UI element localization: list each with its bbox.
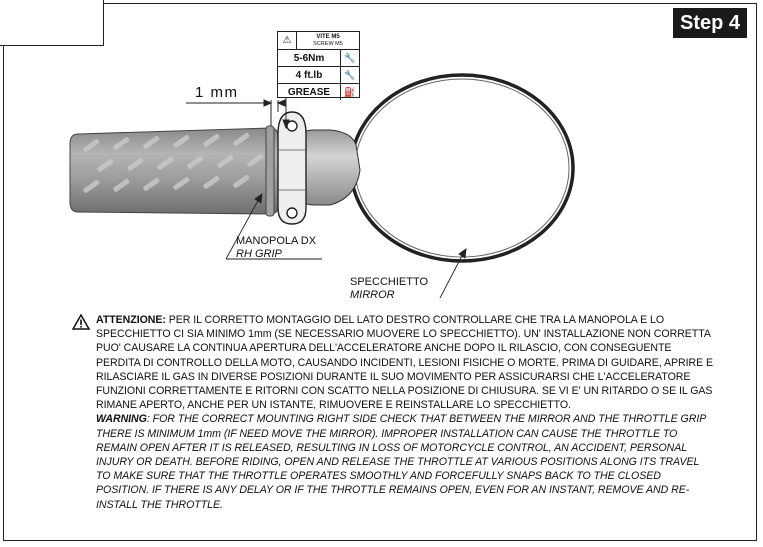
mirror-ring <box>349 73 575 263</box>
english-warning-heading: WARNING <box>96 413 147 426</box>
english-warning: WARNING: FOR THE CORRECT MOUNTING RIGHT … <box>96 412 716 511</box>
step-badge: Step 4 <box>673 8 747 38</box>
grip-label-it: MANOPOLA DX <box>236 235 317 247</box>
mirror-label-it: SPECCHIETTO <box>350 276 429 288</box>
mirror-callout: SPECCHIETTO MIRROR <box>350 276 428 302</box>
torque-nm-value: 5-6Nm <box>278 50 341 66</box>
wrench-icon: 🔧 <box>344 69 356 80</box>
mirror-clamp <box>277 111 307 225</box>
screw-label-en: SCREW M5 <box>313 40 343 47</box>
torque-ftlb-value: 4 ft.lb <box>278 67 341 83</box>
grip <box>69 125 279 217</box>
leader-lines <box>225 95 467 299</box>
screw-label-it: VITE M5 <box>316 33 340 40</box>
throttle-housing <box>299 129 361 206</box>
assembly-drawing <box>69 73 575 299</box>
warning-notes: ATTENZIONE: PER IL CORRETTO MONTAGGIO DE… <box>72 313 716 512</box>
english-warning-text: : FOR THE CORRECT MOUNTING RIGHT SIDE CH… <box>96 413 706 511</box>
italian-warning-heading: ATTENZIONE: <box>96 314 166 326</box>
warning-triangle-icon <box>72 314 90 330</box>
grease-icon: ⛽ <box>344 86 356 97</box>
dimension-label: 1 mm <box>195 84 239 101</box>
italian-warning: ATTENZIONE: PER IL CORRETTO MONTAGGIO DE… <box>96 313 716 412</box>
grip-callout: MANOPOLA DX RH GRIP <box>236 235 316 261</box>
torque-spec-table: ⚠ VITE M5 SCREW M5 5-6Nm 🔧 4 ft.lb 🔧 GRE… <box>277 31 360 100</box>
mirror-label-en: MIRROR <box>350 289 395 301</box>
warning-icon: ⚠ <box>278 32 297 49</box>
torque-row-ftlb: 4 ft.lb 🔧 <box>278 67 359 84</box>
wrench-icon: 🔧 <box>344 52 356 63</box>
corner-tab <box>0 0 104 46</box>
dimension-marker <box>186 99 286 126</box>
page-frame <box>3 3 757 541</box>
torque-row-nm: 5-6Nm 🔧 <box>278 50 359 67</box>
italian-warning-text: PER IL CORRETTO MONTAGGIO DEL LATO DESTR… <box>96 314 714 412</box>
grease-label: GREASE <box>278 84 341 100</box>
torque-row-grease: GREASE ⛽ <box>278 84 359 100</box>
grip-label-en: RH GRIP <box>236 248 282 260</box>
torque-header: ⚠ VITE M5 SCREW M5 <box>278 32 359 50</box>
